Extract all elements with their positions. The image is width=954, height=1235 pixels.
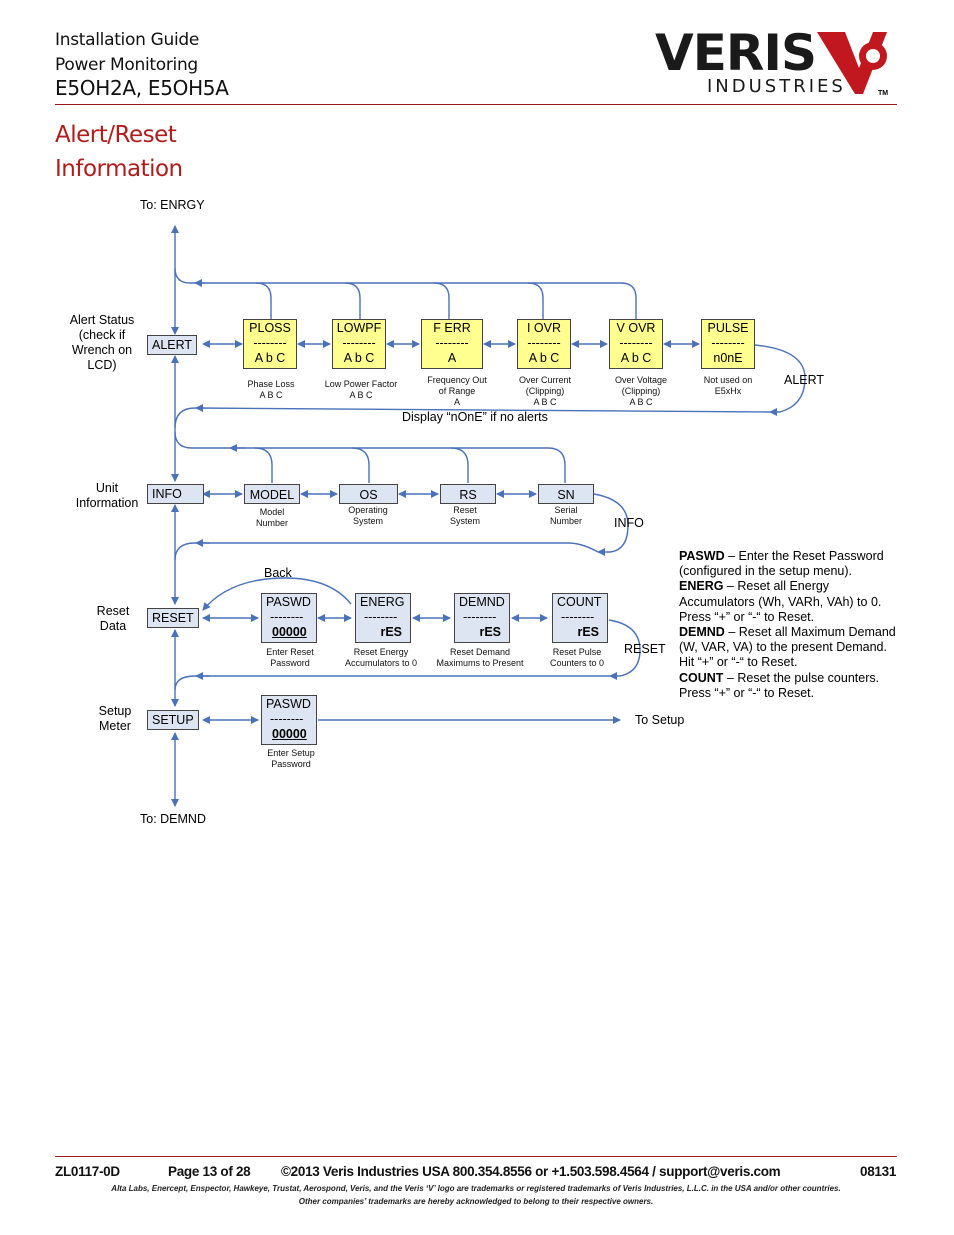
product-models: E5OH2A, E5OH5A — [55, 76, 229, 100]
contact-info: ©2013 Veris Industries USA 800.354.8556 … — [281, 1164, 781, 1179]
trademark-notice-2: Other companies’ trademarks are hereby a… — [298, 1197, 654, 1206]
display-none-note: Display “nOnE” if no alerts — [402, 410, 548, 424]
desc-demnd: DEMND – Reset all Maximum Demand (W, VAR… — [679, 625, 896, 670]
trademark-mark: TM — [878, 90, 889, 97]
reset-descriptions: PASWD – Enter the Reset Password (config… — [679, 549, 904, 701]
veris-v-logo-icon — [817, 32, 887, 94]
veris-logo-text: VERIS — [655, 24, 817, 82]
model-box: MODEL — [244, 484, 300, 504]
os-box: OS — [339, 484, 398, 504]
nav-info-box: INFO — [147, 484, 204, 504]
back-label: Back — [264, 566, 292, 580]
reset-paswd-box: PASWD -------- 00000 — [261, 593, 317, 643]
sn-box: SN — [538, 484, 594, 504]
alert-loop-label: ALERT — [784, 373, 825, 387]
lowpf-box: LOWPF--------A b C — [332, 319, 386, 369]
alert-status-label: Alert Status (check if Wrench on LCD) — [69, 313, 135, 372]
iovr-box: I OVR--------A b C — [517, 319, 571, 369]
desc-count: COUNT – Reset the pulse counters. Press … — [679, 670, 880, 700]
pulse-box: PULSE--------n0nE — [701, 319, 755, 369]
setup-meter-label: Setup Meter — [98, 704, 132, 733]
reset-energ-box: ENERG -------- rES — [355, 593, 411, 643]
page-number: Page 13 of 28 — [168, 1164, 251, 1179]
revision-code: 08131 — [860, 1164, 897, 1179]
reset-loop-label: RESET — [624, 642, 666, 656]
rs-box: RS — [440, 484, 496, 504]
nav-reset-box: RESET — [147, 608, 199, 628]
veris-logo-subtext: INDUSTRIES — [707, 76, 846, 97]
header-rule — [55, 104, 897, 105]
unit-information-label: Unit Information — [75, 481, 139, 510]
doc-type: Installation Guide — [55, 30, 200, 50]
to-demnd-label: To: DEMND — [140, 812, 206, 826]
vovr-box: V OVR--------A b C — [609, 319, 663, 369]
desc-energ: ENERG – Reset all Energy Accumulators (W… — [679, 579, 882, 624]
footer-rule — [55, 1156, 897, 1157]
ferr-box: F ERR--------A — [421, 319, 483, 369]
reset-data-label: Reset Data — [96, 604, 130, 633]
setup-paswd-box: PASWD -------- 00000 — [261, 695, 317, 745]
desc-paswd: PASWD – Enter the Reset Password (config… — [679, 549, 884, 579]
info-loop-label: INFO — [614, 516, 644, 530]
section-title-line2: Information — [55, 156, 183, 182]
section-title-line1: Alert/Reset — [55, 122, 177, 148]
reset-demnd-box: DEMND -------- rES — [454, 593, 510, 643]
reset-count-box: COUNT -------- rES — [552, 593, 608, 643]
to-enrgy-label: To: ENRGY — [140, 198, 205, 212]
nav-setup-box: SETUP — [147, 710, 199, 730]
product-category: Power Monitoring — [55, 55, 198, 75]
ploss-box: PLOSS--------A b C — [243, 319, 297, 369]
to-setup-label: To Setup — [635, 713, 685, 727]
nav-alert-box: ALERT — [147, 335, 198, 355]
vovr-caption: Over Voltage(Clipping)A B C — [614, 375, 668, 407]
iovr-caption: Over Current(Clipping)A B C — [518, 375, 571, 407]
doc-number: ZL0117-0D — [55, 1164, 120, 1179]
trademark-notice: Alta Labs, Enercept, Enspector, Hawkeye,… — [111, 1184, 841, 1193]
